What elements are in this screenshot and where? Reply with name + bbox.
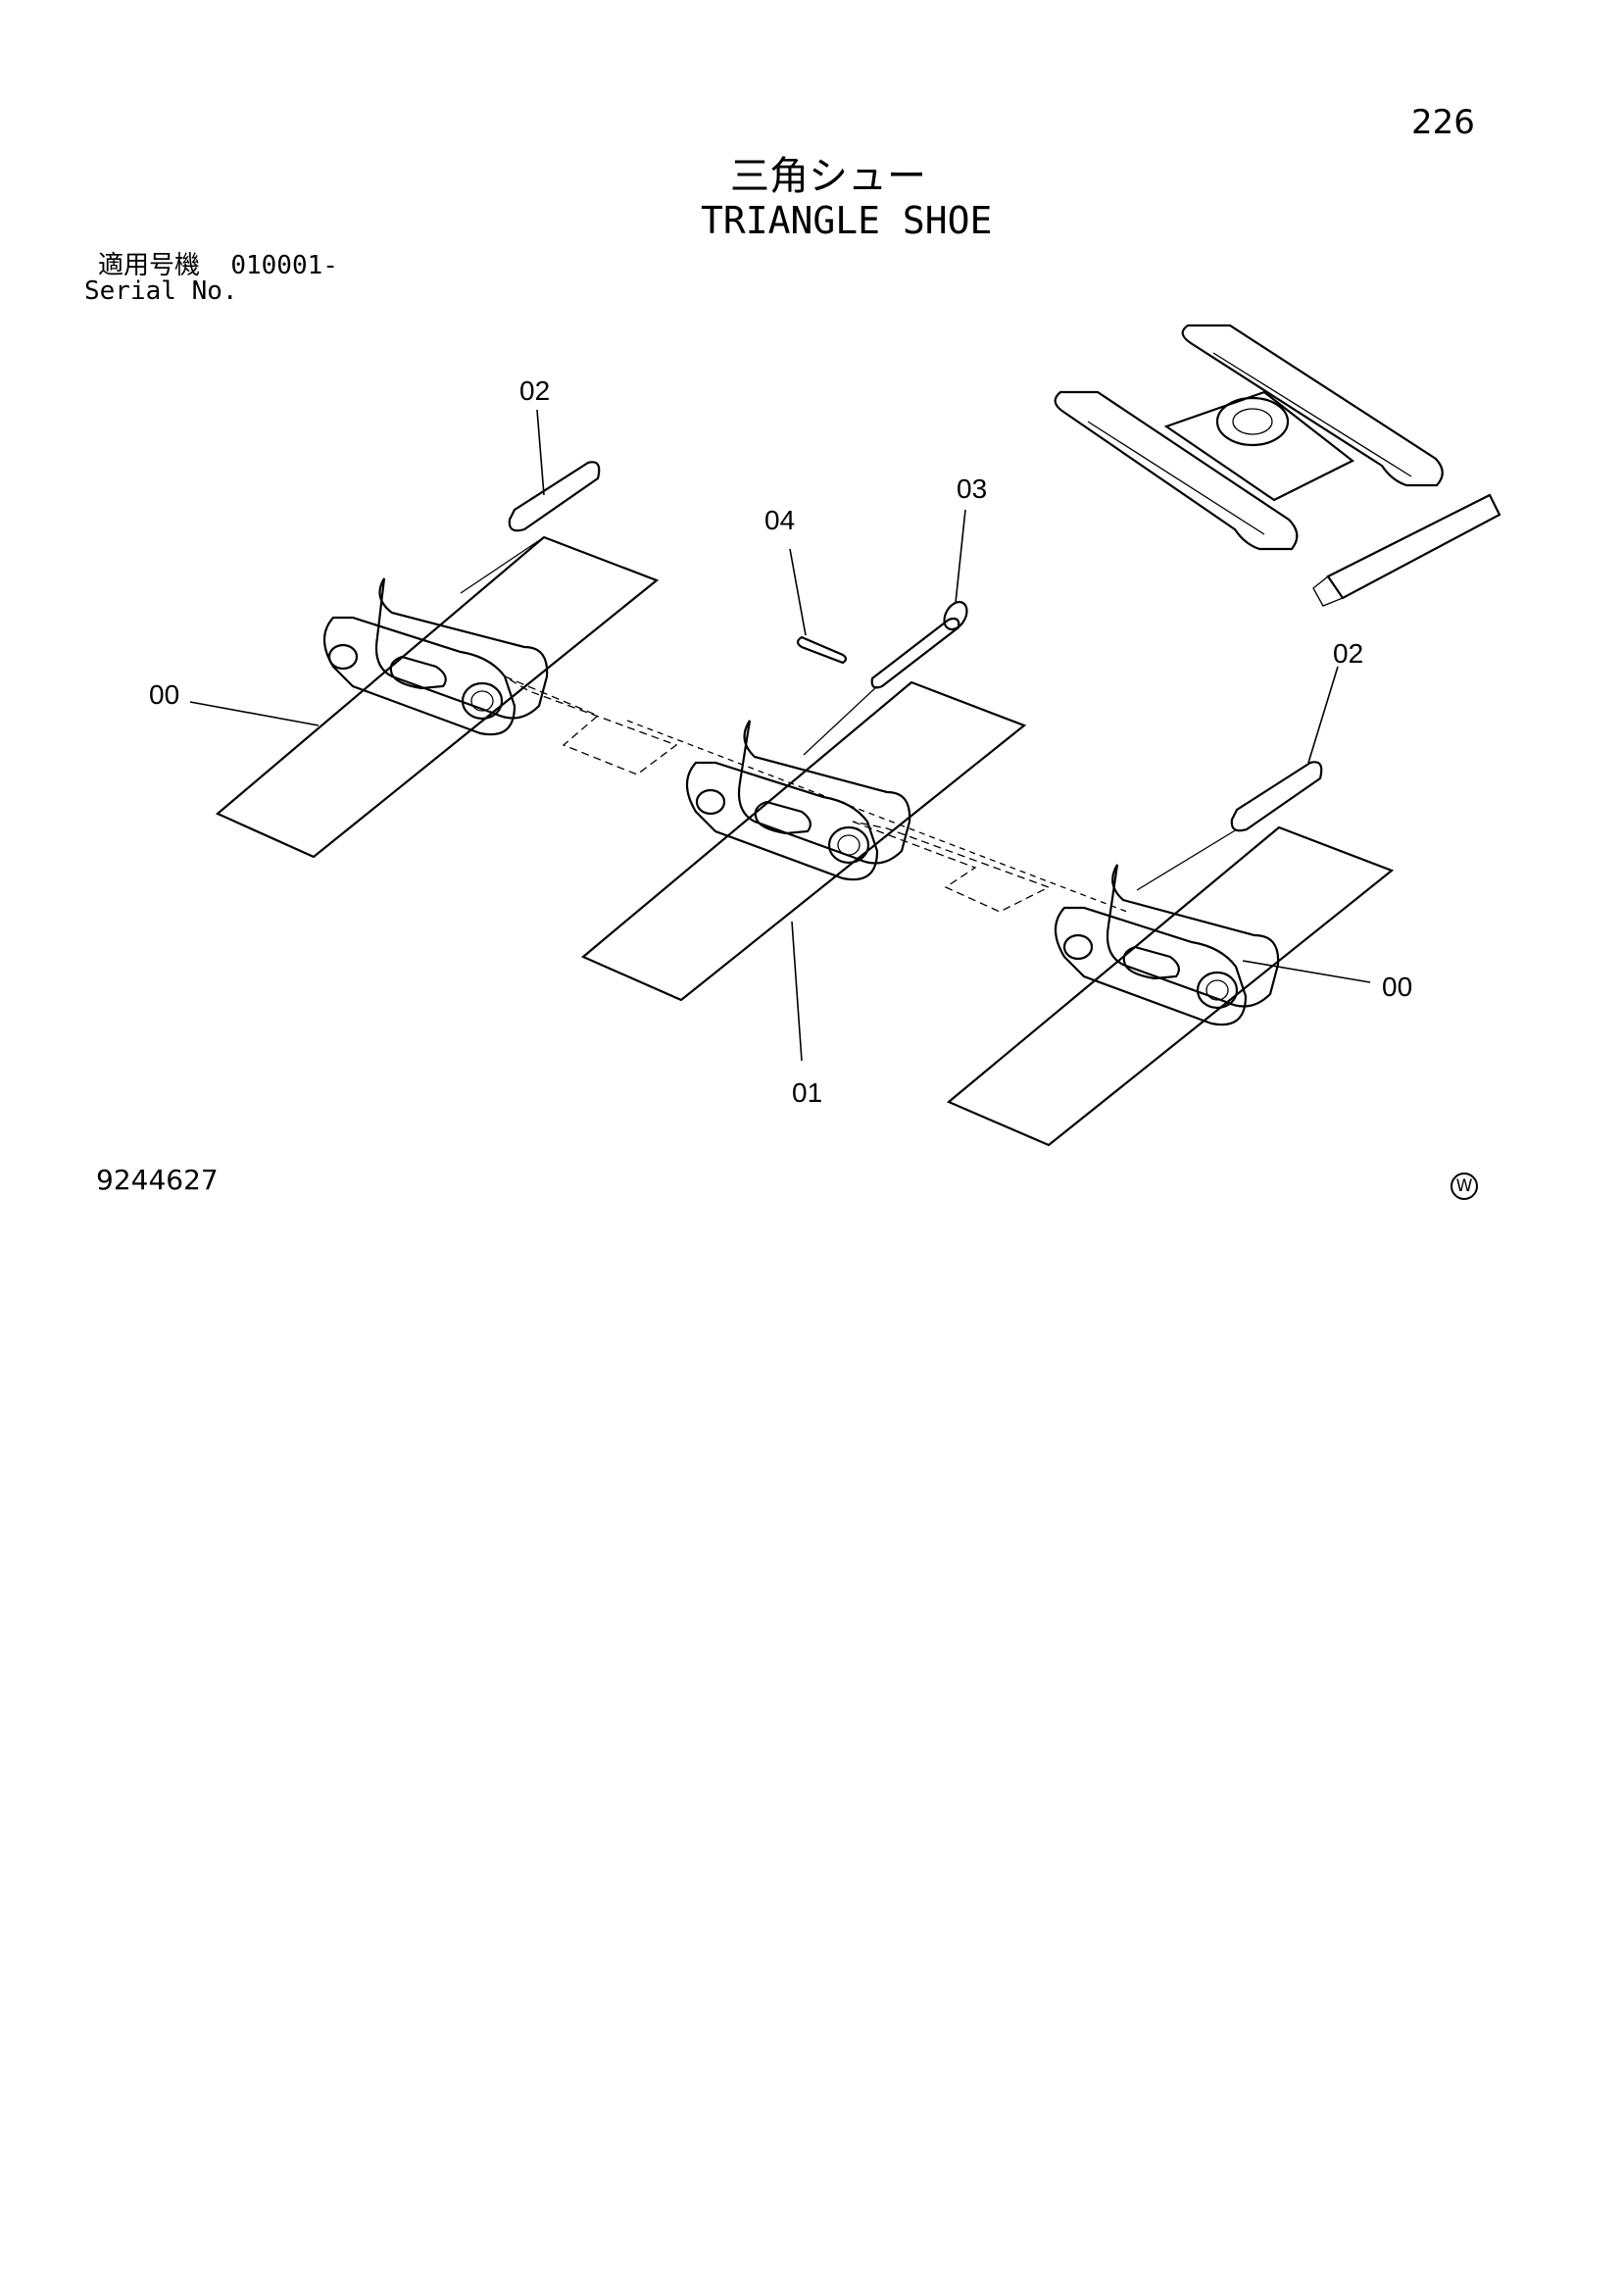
pin-02-right xyxy=(1136,761,1323,891)
title-english: TRIANGLE SHOE xyxy=(701,199,993,242)
master-pin-03 xyxy=(803,600,968,756)
title-japanese: 三角シュー xyxy=(730,154,926,199)
serial-value: 010001- xyxy=(230,251,338,280)
callout-02-left: 02 xyxy=(519,375,550,406)
serial-line-japanese: 適用号機 010001- xyxy=(98,253,338,278)
dashed-connection-lines xyxy=(504,675,1128,913)
serial-label-jp: 適用号機 xyxy=(98,251,201,280)
callout-03: 03 xyxy=(957,474,987,504)
link-assembly-right xyxy=(1054,864,1280,1026)
circled-w-mark: W xyxy=(1451,1173,1478,1200)
pin-02-left xyxy=(460,461,601,594)
split-pin-04 xyxy=(796,635,848,665)
drawing-number: 9244627 xyxy=(96,1164,219,1196)
undercarriage-thumbnail xyxy=(1054,324,1501,607)
exploded-parts-diagram: 02 04 03 00 02 00 01 xyxy=(149,324,1501,1147)
page-number: 226 xyxy=(1411,103,1475,142)
callout-04: 04 xyxy=(764,505,795,535)
callout-00-left: 00 xyxy=(149,679,179,710)
leader-lines xyxy=(189,409,1371,1062)
shoe-plate-right xyxy=(946,825,1395,1147)
link-assembly-center xyxy=(685,720,911,881)
callout-02-right: 02 xyxy=(1333,638,1363,669)
serial-label-english: Serial No. xyxy=(84,276,238,306)
shoe-plate-left xyxy=(215,535,660,859)
callout-00-right: 00 xyxy=(1382,972,1412,1002)
shoe-plate-center xyxy=(580,680,1027,1002)
link-assembly-left xyxy=(322,577,549,736)
callout-01: 01 xyxy=(792,1077,822,1108)
